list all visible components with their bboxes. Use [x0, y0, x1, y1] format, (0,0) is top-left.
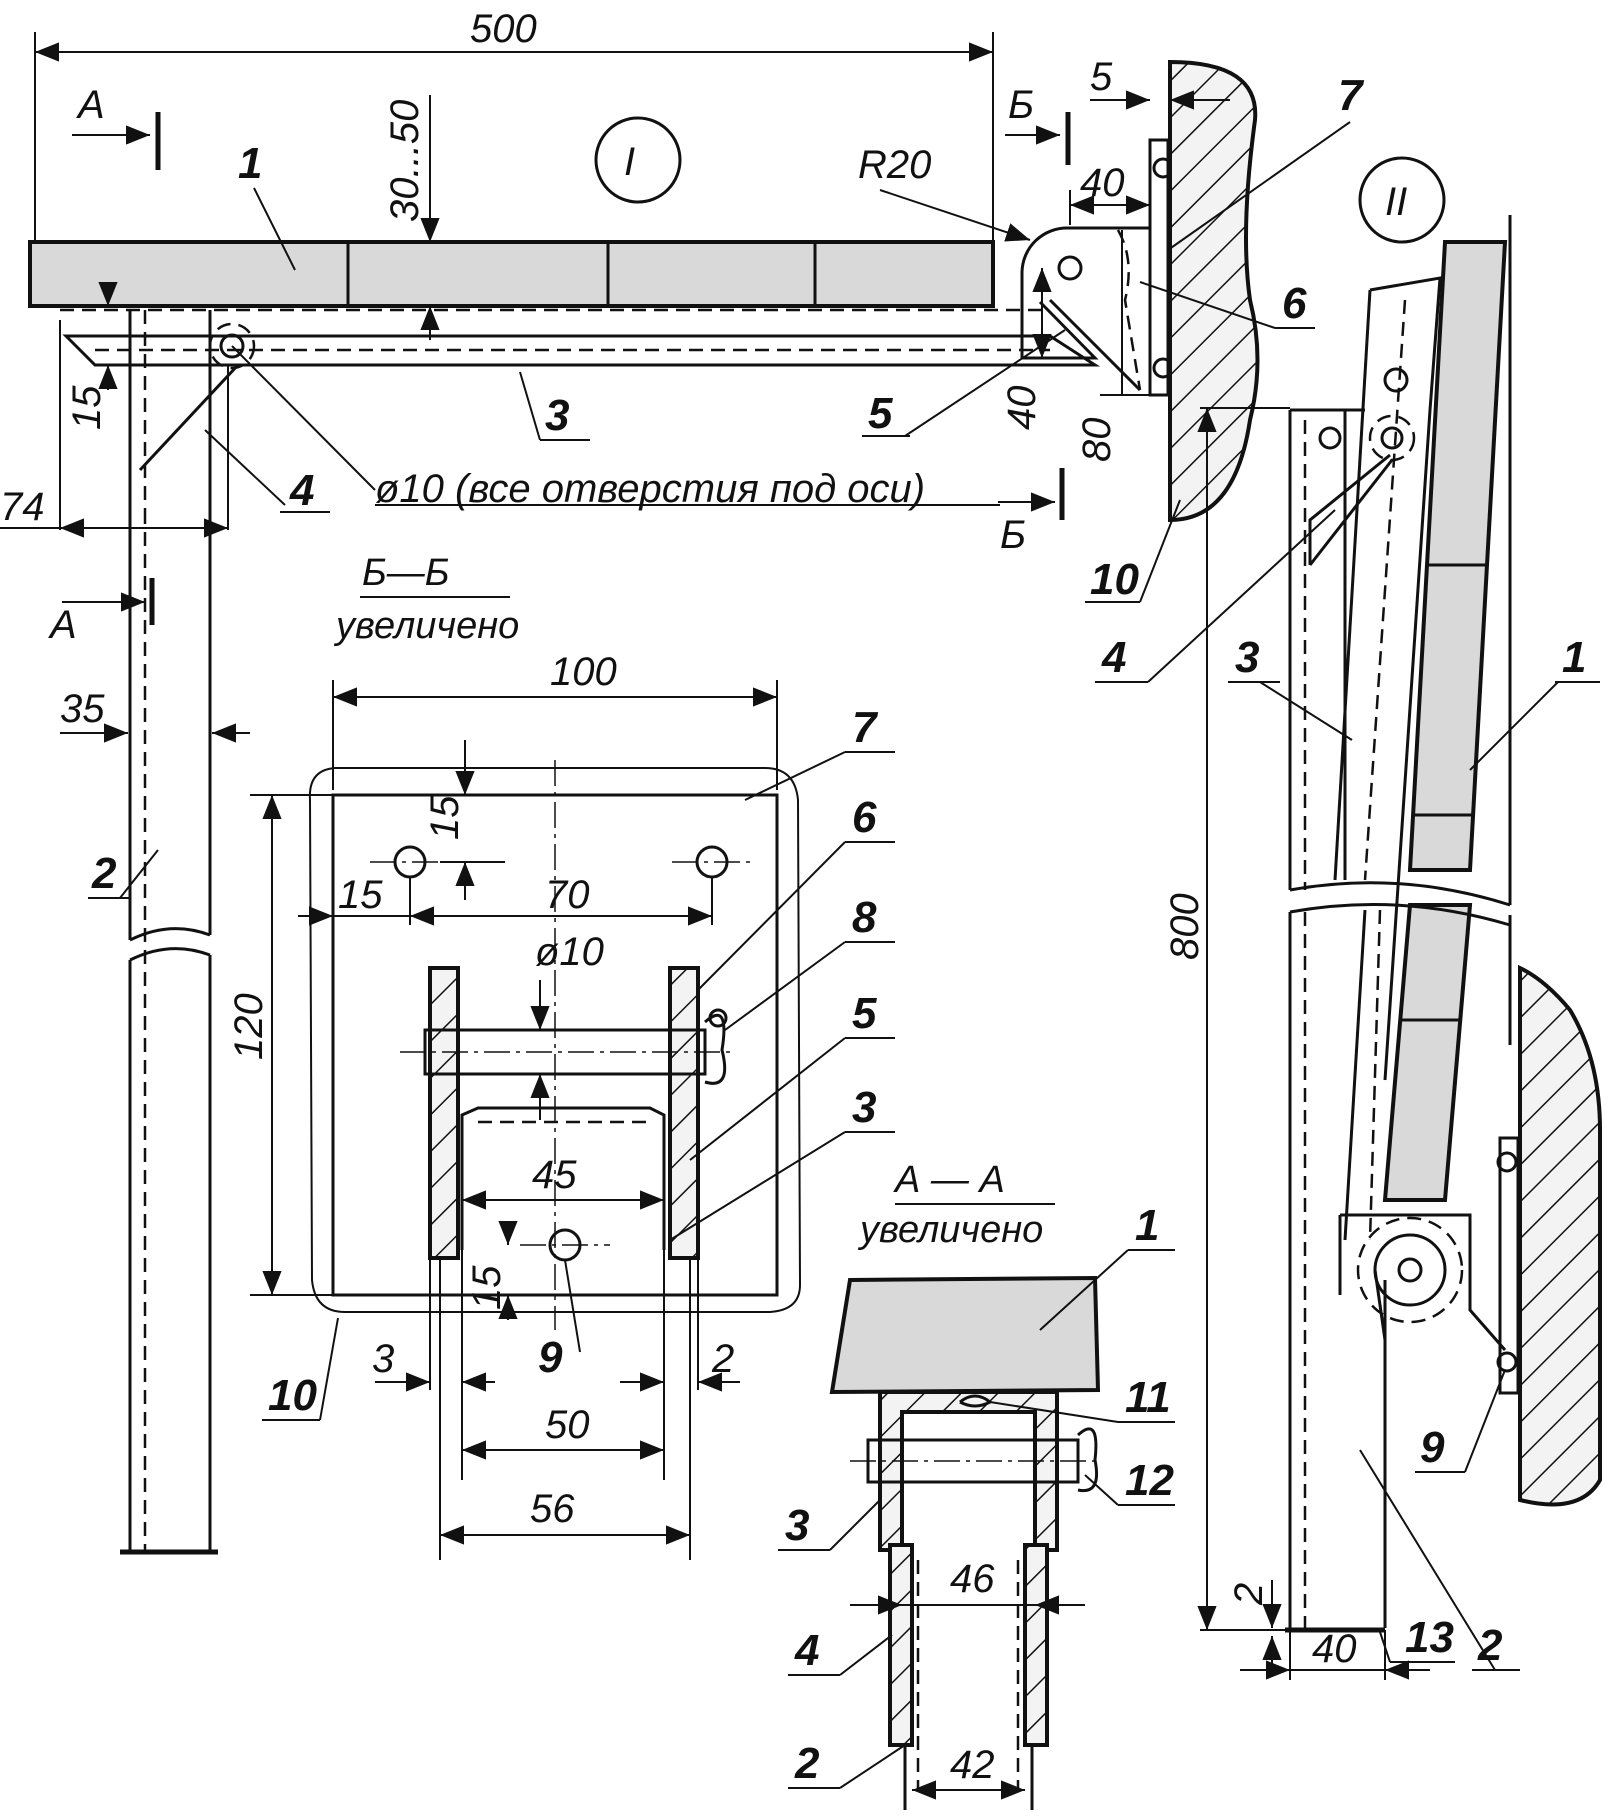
- dim-56: 56: [530, 1487, 575, 1531]
- part-7-view-1: 7: [1338, 71, 1365, 120]
- part-5-view-1: 5: [868, 389, 893, 438]
- dim-15-low: 15: [465, 1265, 509, 1310]
- dim-30-50: 30...50: [383, 100, 427, 222]
- part-2-leg: 2: [91, 849, 117, 898]
- part-6-view-1: 6: [1282, 279, 1307, 328]
- part-9-bb: 9: [538, 1333, 563, 1382]
- part-13-view-2: 13: [1405, 1613, 1454, 1662]
- dim-5: 5: [1090, 55, 1113, 99]
- section-bb: Б—Б увеличено 100 120 15 15: [227, 552, 895, 1560]
- part-1-view-1: 1: [238, 139, 262, 188]
- section-mark-b-bottom: Б: [1000, 513, 1026, 557]
- part-4-view-1: 4: [289, 466, 314, 515]
- part-7-bb: 7: [852, 703, 879, 752]
- section-aa-subtitle: увеличено: [857, 1209, 1043, 1251]
- dim-800: 800: [1163, 893, 1207, 960]
- part-2-aa: 2: [794, 1739, 820, 1788]
- dim-d10: ø10: [535, 930, 604, 974]
- part-4-aa: 4: [794, 1626, 819, 1675]
- part-6-bb: 6: [852, 793, 877, 842]
- part-1-aa: 1: [1135, 1201, 1159, 1250]
- view-1: 500 30...50 15 74: [0, 7, 1365, 647]
- section-aa-title: А — А: [893, 1159, 1005, 1201]
- table-board: [28, 240, 995, 308]
- part-4-view-2: 4: [1101, 633, 1126, 682]
- dim-15-left: 15: [338, 873, 383, 917]
- part-3-view-1: 3: [545, 391, 569, 440]
- dim-40-side-view: 40: [1312, 1627, 1357, 1671]
- dim-500: 500: [470, 7, 537, 51]
- part-11-aa: 11: [1125, 1373, 1171, 1422]
- dim-50: 50: [545, 1403, 590, 1447]
- dim-35: 35: [60, 687, 105, 731]
- part-1-view-2: 1: [1562, 633, 1586, 682]
- part-3-bb: 3: [852, 1083, 876, 1132]
- view-1-label: I: [624, 140, 635, 184]
- dim-74: 74: [0, 485, 45, 529]
- part-5-bb: 5: [852, 989, 877, 1038]
- leg-view: 35 2: [60, 510, 250, 1555]
- dim-40-top: 40: [1080, 161, 1125, 205]
- dim-70: 70: [545, 873, 590, 917]
- part-3-aa: 3: [785, 1501, 809, 1550]
- section-mark-a-top: А: [76, 83, 105, 127]
- dim-40-side: 40: [1000, 386, 1044, 431]
- section-mark-a-bottom: А: [48, 603, 77, 647]
- dim-100: 100: [550, 650, 617, 694]
- part-10-view-1: 10: [1090, 555, 1139, 604]
- dim-45: 45: [532, 1153, 577, 1197]
- dim-3: 3: [372, 1337, 394, 1381]
- dim-42: 42: [950, 1743, 995, 1787]
- view-2: II: [1095, 156, 1602, 1680]
- section-aa: А — А увеличено 46 42 1 11: [778, 1159, 1175, 1810]
- view-2-label: II: [1385, 180, 1407, 224]
- dim-r20: R20: [858, 143, 931, 187]
- section-bb-subtitle: увеличено: [333, 605, 519, 647]
- dim-120: 120: [227, 993, 271, 1060]
- dim-15: 15: [65, 385, 109, 430]
- dim-46: 46: [950, 1557, 995, 1601]
- dim-15-top: 15: [423, 795, 467, 840]
- part-3-view-2: 3: [1235, 633, 1259, 682]
- part-8-bb: 8: [852, 893, 877, 942]
- part-9-view-2: 9: [1420, 1423, 1445, 1472]
- dim-2: 2: [711, 1337, 734, 1381]
- dim-2-side: 2: [1227, 1583, 1271, 1606]
- hole-note: ø10 (все отверстия под оси): [375, 467, 925, 511]
- section-mark-b-top: Б: [1008, 83, 1034, 127]
- part-12-aa: 12: [1125, 1456, 1174, 1505]
- section-bb-title: Б—Б: [362, 552, 449, 594]
- dim-80: 80: [1075, 418, 1119, 463]
- part-10-bb: 10: [268, 1371, 317, 1420]
